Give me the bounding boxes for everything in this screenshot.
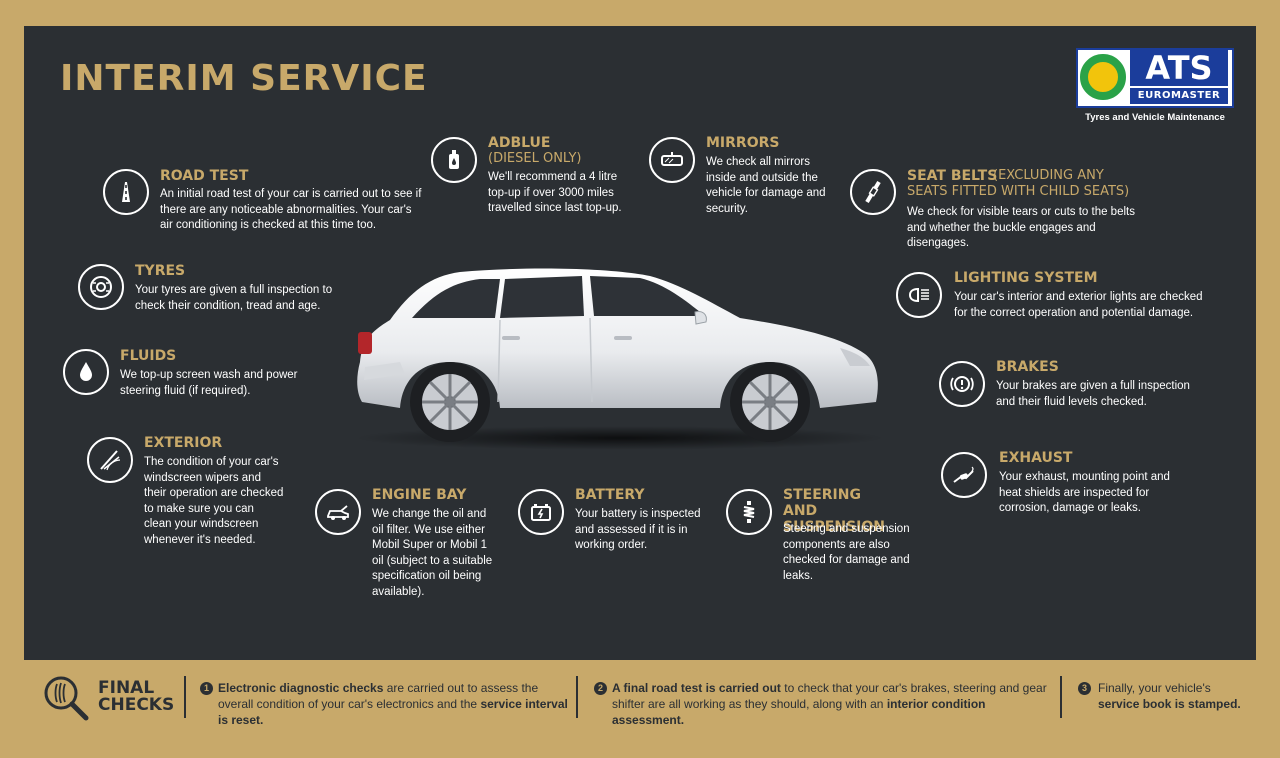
suspension-spring-icon	[726, 489, 772, 535]
brake-warning-icon	[939, 361, 985, 407]
item-title: ROAD TEST	[160, 168, 249, 184]
item-desc: We'll recommend a 4 litre top-up if over…	[488, 171, 622, 214]
divider	[1060, 676, 1062, 718]
item-title: SEAT BELTS	[907, 168, 997, 184]
logo-brand: ATS	[1130, 50, 1228, 86]
wiper-icon	[87, 437, 133, 483]
car-illustration	[355, 268, 885, 450]
item-title: EXHAUST	[999, 450, 1073, 466]
item-title: ENGINE BAY	[372, 487, 467, 503]
logo-ring-icon	[1080, 54, 1126, 100]
check-number: 1	[200, 682, 213, 695]
page-title: INTERIM SERVICE	[60, 58, 428, 99]
logo-tagline: Tyres and Vehicle Maintenance	[1085, 112, 1225, 123]
adblue-bottle-icon	[431, 137, 477, 183]
check-1: Electronic diagnostic checks are carried…	[218, 680, 568, 728]
divider	[184, 676, 186, 718]
front-wheel	[730, 362, 810, 442]
tyre-icon	[78, 264, 124, 310]
item-desc: Steering and suspension components are a…	[783, 523, 910, 582]
item-title: FLUIDS	[120, 348, 177, 364]
final-checks-title-line2: CHECKS	[98, 695, 175, 715]
item-desc: Your battery is inspected and assessed i…	[575, 508, 701, 551]
final-checks-title: FINAL CHECKS	[98, 680, 174, 714]
check-3: Finally, your vehicle's service book is …	[1098, 680, 1248, 712]
magnifier-tyre-icon	[44, 676, 89, 721]
divider	[576, 676, 578, 718]
check-number: 2	[594, 682, 607, 695]
check-text: to check that your car's brakes, steerin…	[612, 681, 1047, 711]
item-subtitle: (EXCLUDING ANY SEATS FITTED WITH CHILD S…	[907, 168, 1130, 199]
item-title: BRAKES	[996, 359, 1059, 375]
check-bold: Electronic diagnostic checks	[218, 681, 384, 695]
open-bonnet-icon	[315, 489, 361, 535]
check-2: A final road test is carried out to chec…	[612, 680, 1050, 728]
check-text: are carried out to assess the overall co…	[218, 681, 539, 711]
final-checks-title-line1: FINAL	[98, 678, 155, 698]
item-title: MIRRORS	[706, 135, 780, 151]
check-bold: interior condition assessment.	[612, 697, 986, 727]
item-desc: The condition of your car's windscreen w…	[144, 456, 284, 546]
check-text: Finally, your vehicle's	[1098, 681, 1211, 695]
check-number: 3	[1078, 682, 1091, 695]
item-title: STEERING AND SUSPENSION	[783, 487, 885, 535]
item-desc: Your brakes are given a full inspection …	[996, 380, 1190, 408]
item-desc: We change the oil and oil filter. We use…	[372, 508, 493, 598]
item-desc: We top-up screen wash and power steering…	[120, 369, 298, 397]
headlight-icon	[896, 272, 942, 318]
item-subtitle: (DIESEL ONLY)	[488, 151, 582, 166]
item-desc: Your tyres are given a full inspection t…	[135, 284, 333, 312]
battery-icon	[518, 489, 564, 535]
item-desc: Your car's interior and exterior lights …	[954, 291, 1203, 319]
item-title-main: ADBLUE	[488, 135, 551, 151]
item-desc: Your exhaust, mounting point and heat sh…	[999, 471, 1170, 514]
road-icon	[103, 169, 149, 215]
item-desc: We check all mirrors inside and outside …	[706, 156, 826, 215]
check-bold: service interval is reset.	[218, 697, 568, 727]
rear-wheel	[410, 362, 490, 442]
drop-icon	[63, 349, 109, 395]
logo-sub: EUROMASTER	[1130, 88, 1228, 104]
seatbelt-icon	[850, 169, 896, 215]
item-desc: An initial road test of your car is carr…	[160, 188, 422, 231]
item-title: LIGHTING SYSTEM	[954, 270, 1098, 286]
check-bold: service book is stamped.	[1098, 697, 1241, 711]
item-title: ADBLUE (DIESEL ONLY)	[488, 135, 581, 167]
check-bold: A final road test is carried out	[612, 681, 781, 695]
item-title: EXTERIOR	[144, 435, 223, 451]
item-desc: We check for visible tears or cuts to th…	[907, 206, 1135, 249]
item-title: TYRES	[135, 263, 186, 279]
mirror-icon	[649, 137, 695, 183]
final-checks-bar: FINAL CHECKS 1 Electronic diagnostic che…	[24, 664, 1256, 732]
exhaust-icon	[941, 452, 987, 498]
item-title: BATTERY	[575, 487, 645, 503]
ats-euromaster-logo: ATS EUROMASTER Tyres and Vehicle Mainten…	[1074, 48, 1236, 126]
item-title-main: SEAT BELTS	[907, 168, 998, 184]
